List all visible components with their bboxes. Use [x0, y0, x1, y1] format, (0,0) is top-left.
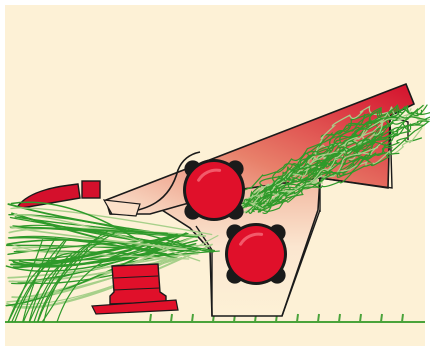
grass-strand: [9, 225, 188, 250]
grass-strand: [9, 226, 169, 235]
cutter-blade: [91, 299, 179, 315]
lower-roller: [225, 223, 287, 285]
grass-stalk: [28, 252, 73, 323]
swath-strand: [262, 152, 400, 214]
grass-strand: [15, 249, 190, 260]
stubble-tick: [296, 313, 299, 323]
swath-strand: [251, 154, 372, 213]
roller-highlight: [197, 168, 222, 182]
swath-strand: [256, 138, 370, 203]
grass-stalk: [43, 229, 110, 323]
stubble-tick: [170, 313, 173, 323]
grass-strand: [10, 207, 213, 236]
stubble-tick: [317, 313, 320, 323]
stubble-tick: [359, 313, 362, 323]
stubble-tick: [149, 313, 152, 323]
grass-stalk: [56, 249, 132, 323]
swath-strand: [238, 105, 399, 208]
outgoing-swath: [235, 104, 430, 215]
grass-strand: [16, 232, 189, 269]
swath-strand: [260, 131, 384, 209]
upper-roller: [183, 159, 245, 221]
swath-strand: [236, 104, 428, 201]
grass-stalk: [28, 239, 68, 323]
grass-strand: [9, 216, 216, 252]
grass-stalk: [37, 232, 116, 323]
grass-strand: [13, 242, 160, 267]
grass-stalk: [22, 237, 57, 323]
swath-strand: [259, 109, 423, 207]
grass-stalk: [36, 243, 93, 323]
stubble-tick: [380, 313, 383, 323]
stubble-tick: [401, 313, 404, 323]
roller-highlight: [239, 232, 264, 246]
swath-strand: [252, 105, 428, 212]
incoming-grass: [5, 201, 220, 323]
cutter-housing: [109, 263, 167, 305]
grass-strand: [7, 235, 180, 260]
grass-strand: [13, 213, 201, 262]
cutter-bar: [91, 263, 179, 315]
stubble-tick: [191, 313, 194, 323]
front-block: [81, 180, 101, 199]
grass-stalk: [14, 238, 66, 323]
grass-strand: [7, 239, 155, 256]
stubble-tick: [338, 313, 341, 323]
swath-strand: [238, 134, 362, 214]
grass-stalk: [22, 255, 77, 323]
grass-stalk: [7, 238, 44, 323]
grass-stalk: [33, 234, 108, 323]
grass-strand: [18, 250, 220, 262]
swath-strand: [250, 112, 389, 210]
